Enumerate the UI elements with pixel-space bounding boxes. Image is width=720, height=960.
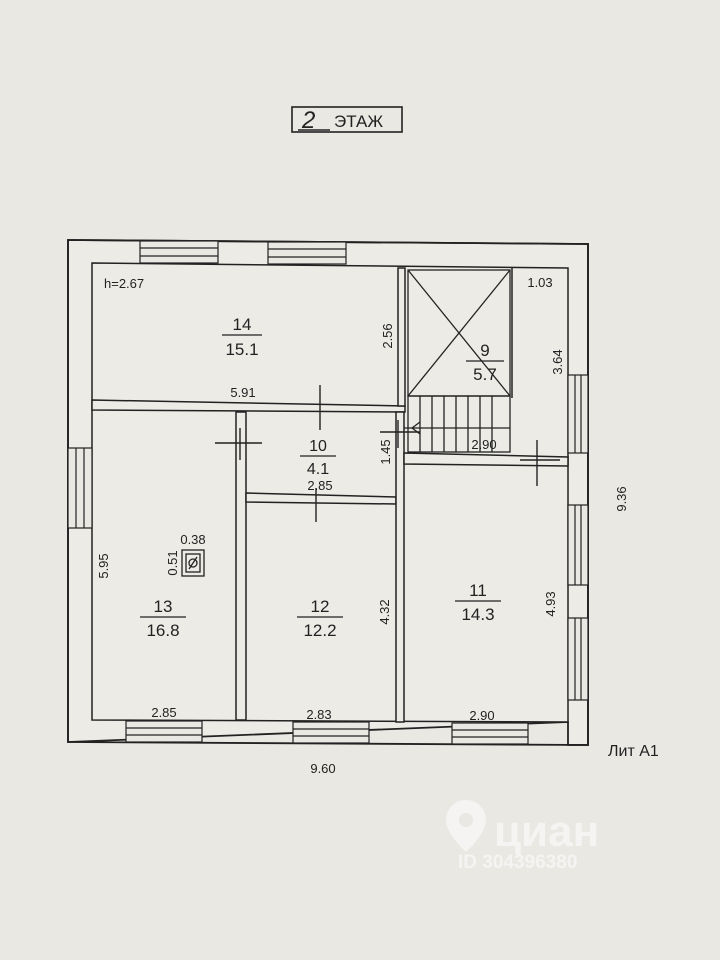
outer-walls — [67, 239, 589, 746]
room-14-area: 15.1 — [225, 340, 258, 359]
dimension-labels: h=2.67 2.56 5.91 1.03 3.64 1.45 2.90 2.8… — [96, 275, 629, 776]
dim-2-85-mid: 2.85 — [307, 478, 332, 493]
dim-9-60: 9.60 — [310, 761, 335, 776]
stairwell — [404, 269, 511, 453]
dim-2-90-bottom: 2.90 — [469, 708, 494, 723]
floor-number: 2 — [301, 107, 315, 134]
floor-word: ЭТАЖ — [334, 112, 383, 131]
dim-5-91: 5.91 — [230, 385, 255, 400]
dim-4-93: 4.93 — [543, 591, 558, 616]
chimney — [181, 549, 205, 577]
interior-walls — [91, 267, 569, 723]
watermark-brand: циан — [494, 807, 599, 856]
room-13-number: 13 — [154, 597, 173, 616]
window-bottom-middle — [292, 721, 370, 744]
dim-2-90-top: 2.90 — [471, 437, 496, 452]
room-labels: 14 15.1 9 5.7 10 4.1 13 16.8 12 12.2 11 … — [140, 315, 504, 640]
dim-2-83: 2.83 — [306, 707, 331, 722]
lit-label: Лит А1 — [608, 743, 659, 760]
room-13-area: 16.8 — [146, 621, 179, 640]
dim-2-85-bottom: 2.85 — [151, 705, 176, 720]
door-marks — [215, 385, 560, 522]
room-12-number: 12 — [311, 597, 330, 616]
dim-3-64: 3.64 — [550, 349, 565, 374]
watermark-id: ID 304396380 — [458, 852, 577, 873]
watermark: циан ID 304396380 — [446, 800, 599, 873]
room-9-area: 5.7 — [473, 365, 497, 384]
room-11-area: 14.3 — [461, 605, 494, 624]
window-bottom-right — [451, 722, 529, 745]
room-9-number: 9 — [480, 341, 489, 360]
dim-4-32: 4.32 — [377, 599, 392, 624]
room-14-number: 14 — [233, 315, 252, 334]
room-12-area: 12.2 — [303, 621, 336, 640]
window-top-left — [139, 240, 219, 264]
dim-0-51: 0.51 — [165, 550, 180, 575]
dim-9-36: 9.36 — [614, 486, 629, 511]
dim-1-45: 1.45 — [378, 439, 393, 464]
window-bottom-left — [125, 720, 203, 743]
floor-title: 2 ЭТАЖ — [291, 106, 403, 134]
windows — [67, 240, 589, 745]
dim-0-38: 0.38 — [180, 532, 205, 547]
window-right-middle — [567, 504, 589, 586]
window-right-lower — [567, 617, 589, 701]
room-11-number: 11 — [469, 581, 487, 600]
room-10-number: 10 — [309, 438, 327, 455]
room-10-area: 4.1 — [307, 461, 329, 478]
ceiling-height: h=2.67 — [104, 276, 144, 291]
location-pin-icon — [446, 800, 486, 852]
dim-2-56: 2.56 — [380, 323, 395, 348]
window-right-upper — [567, 374, 589, 454]
window-top-right — [267, 241, 347, 265]
dim-1-03: 1.03 — [527, 275, 552, 290]
dim-5-95: 5.95 — [96, 553, 111, 578]
window-left — [67, 447, 93, 529]
